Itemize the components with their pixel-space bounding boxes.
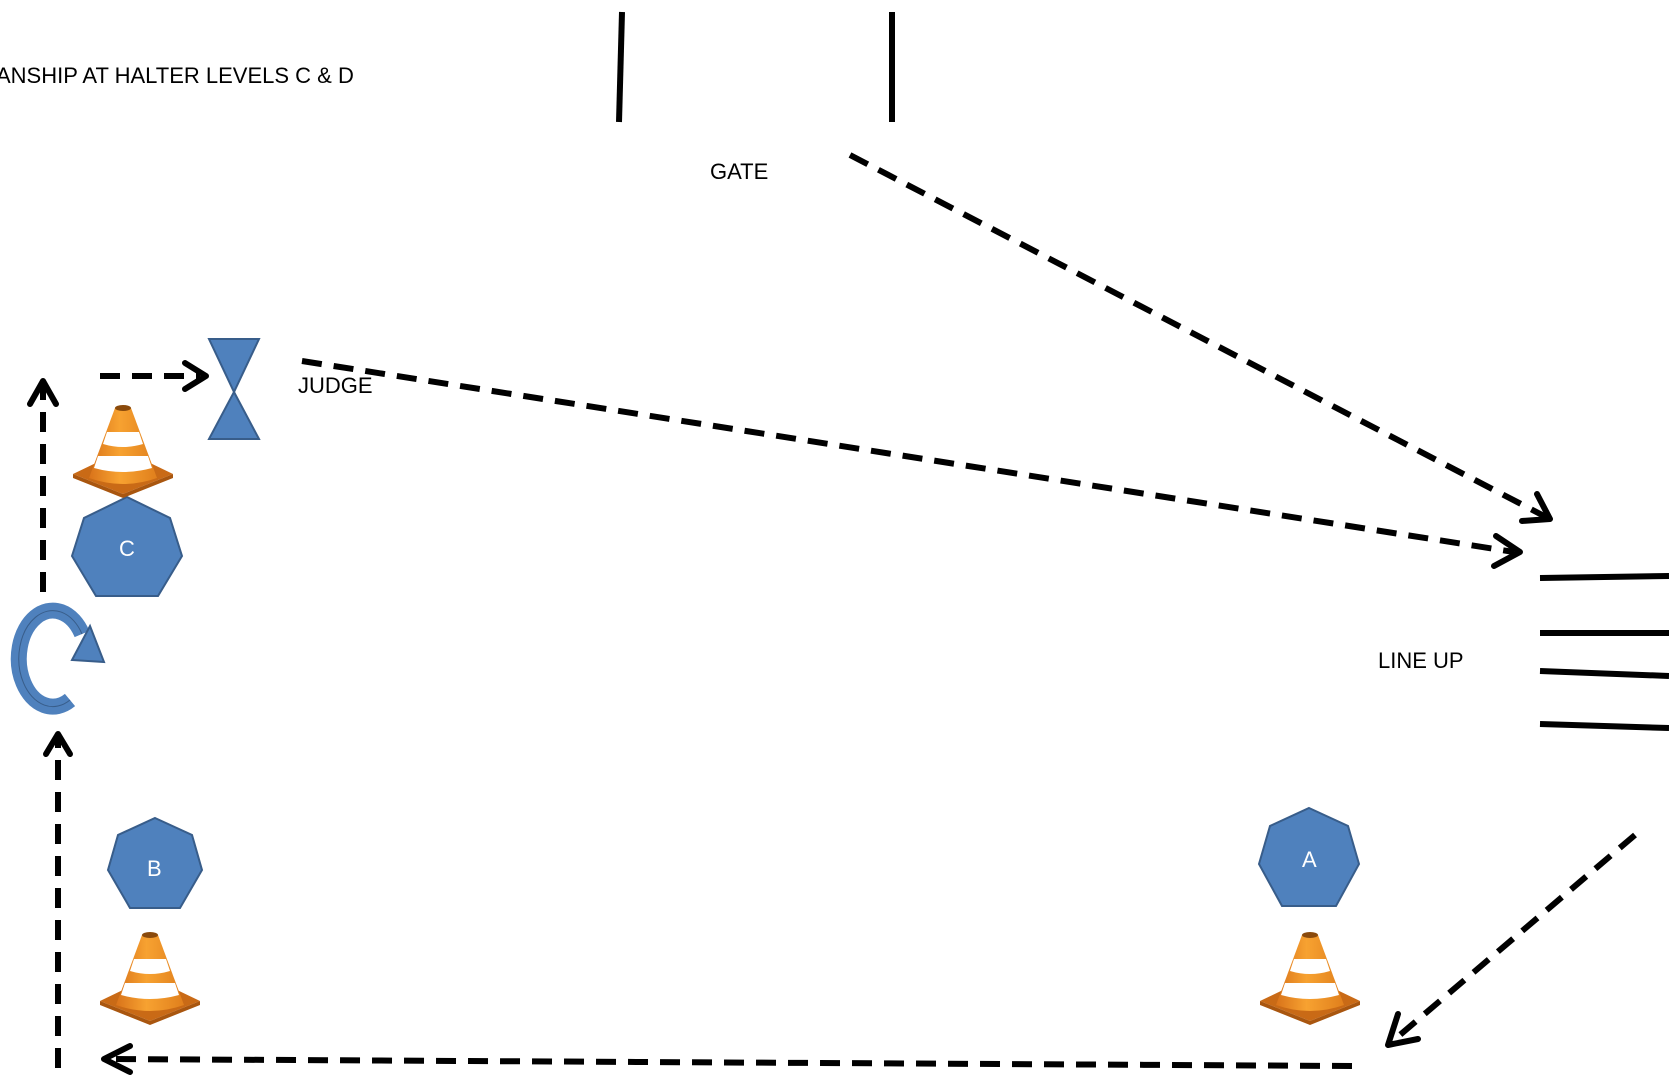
line-up-label: LINE UP — [1378, 648, 1464, 673]
marker-a-label: A — [1302, 847, 1317, 872]
circular-turn-arrow-icon — [10, 602, 106, 715]
traffic-cone-icon — [1260, 932, 1360, 1025]
path-to-judge — [100, 360, 209, 392]
path-bottom-to-left — [101, 1043, 1353, 1075]
path-turn-up — [27, 378, 59, 592]
judge-label: JUDGE — [298, 373, 373, 398]
traffic-cone-icon — [73, 405, 173, 498]
heptagon-marker-icon — [106, 816, 204, 909]
heptagon-marker-icon — [70, 495, 184, 597]
traffic-cone-icon — [100, 932, 200, 1025]
path-gate-to-lineup — [848, 152, 1553, 524]
gate-post-left — [616, 11, 625, 123]
path-left-up-to-turn — [43, 731, 73, 1068]
marker-b-label: B — [147, 856, 162, 881]
gate-label: GATE — [710, 159, 768, 184]
line-up-bars — [1539, 573, 1669, 731]
marker-c-label: C — [119, 536, 135, 561]
hourglass-judge-icon — [207, 338, 261, 440]
page-title: ANSHIP AT HALTER LEVELS C & D — [0, 63, 354, 88]
heptagon-marker-icon — [1257, 806, 1361, 907]
path-lineup-to-bottom — [1385, 832, 1637, 1048]
path-judge-to-lineup — [301, 358, 1523, 569]
